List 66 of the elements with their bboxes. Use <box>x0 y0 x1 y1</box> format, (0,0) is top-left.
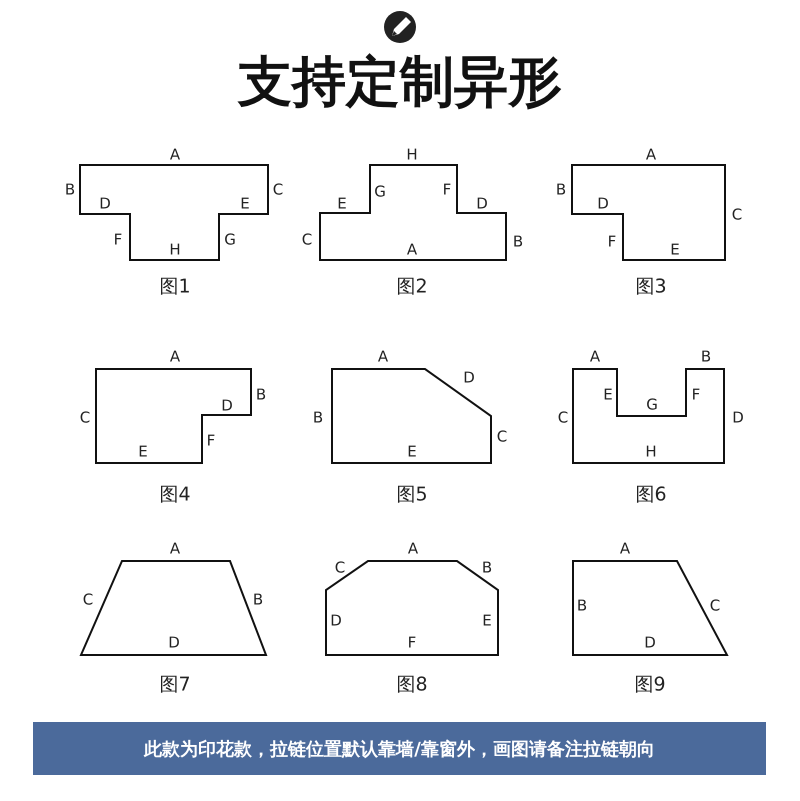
side-label: G <box>224 232 236 248</box>
side-label: E <box>603 388 613 402</box>
side-label: A <box>408 542 418 556</box>
side-label: E <box>407 444 417 460</box>
figure-caption: 图2 <box>396 278 428 296</box>
side-label: H <box>169 242 181 258</box>
side-label: C <box>272 182 284 198</box>
side-label: B <box>556 182 566 198</box>
side-label: B <box>64 182 76 198</box>
notice-banner: 此款为印花款，拉链位置默认靠墙/靠窗外，画图请备注拉链朝向 <box>33 722 766 775</box>
side-label: B <box>252 592 264 608</box>
side-label: C <box>80 410 90 426</box>
side-label: C <box>334 560 346 576</box>
side-label: F <box>114 232 122 248</box>
side-label: C <box>710 598 720 614</box>
side-label: D <box>732 410 744 426</box>
side-label: A <box>170 542 180 556</box>
figure-caption: 图8 <box>396 676 428 694</box>
side-label: A <box>170 148 180 162</box>
side-label: F <box>206 434 216 448</box>
side-label: A <box>406 242 418 258</box>
figure-caption: 图5 <box>396 486 428 504</box>
side-label: A <box>170 350 180 364</box>
side-label: B <box>312 410 324 426</box>
side-label: D <box>221 398 233 414</box>
side-label: E <box>240 196 250 212</box>
figure-caption: 图4 <box>159 486 191 504</box>
side-label: C <box>496 430 508 444</box>
figure-caption: 图6 <box>635 486 667 504</box>
side-label: E <box>337 196 347 212</box>
side-label: A <box>378 350 388 364</box>
side-label: A <box>646 148 656 162</box>
side-label: E <box>482 614 492 628</box>
side-label: C <box>302 232 312 248</box>
side-label: D <box>330 614 342 628</box>
side-label: D <box>463 370 475 386</box>
side-label: C <box>732 208 742 222</box>
figure-caption: 图7 <box>159 676 191 694</box>
side-label: F <box>692 388 700 402</box>
side-label: E <box>138 444 148 460</box>
side-label: D <box>597 196 609 212</box>
side-label: H <box>645 444 657 460</box>
side-label: B <box>482 560 492 576</box>
figure-caption: 图3 <box>635 278 667 296</box>
side-label: G <box>646 398 658 412</box>
side-label: G <box>374 184 386 200</box>
title: 支持定制异形 <box>236 52 563 112</box>
side-label: B <box>256 388 266 402</box>
side-label: C <box>82 592 94 608</box>
side-label: D <box>476 196 488 212</box>
side-label: D <box>644 636 656 650</box>
side-label: F <box>608 234 616 250</box>
side-label: C <box>558 410 568 426</box>
side-label: A <box>620 542 630 556</box>
side-label: B <box>512 234 524 250</box>
side-label: H <box>406 148 418 162</box>
figure-caption: 图9 <box>634 676 666 694</box>
figure-caption: 图1 <box>159 278 191 296</box>
side-label: B <box>576 598 588 614</box>
side-label: D <box>99 196 111 212</box>
side-label: B <box>700 350 712 364</box>
side-label: F <box>442 182 452 198</box>
side-label: E <box>670 242 680 258</box>
side-label: D <box>168 636 180 650</box>
side-label: A <box>590 350 600 364</box>
side-label: F <box>408 636 416 650</box>
